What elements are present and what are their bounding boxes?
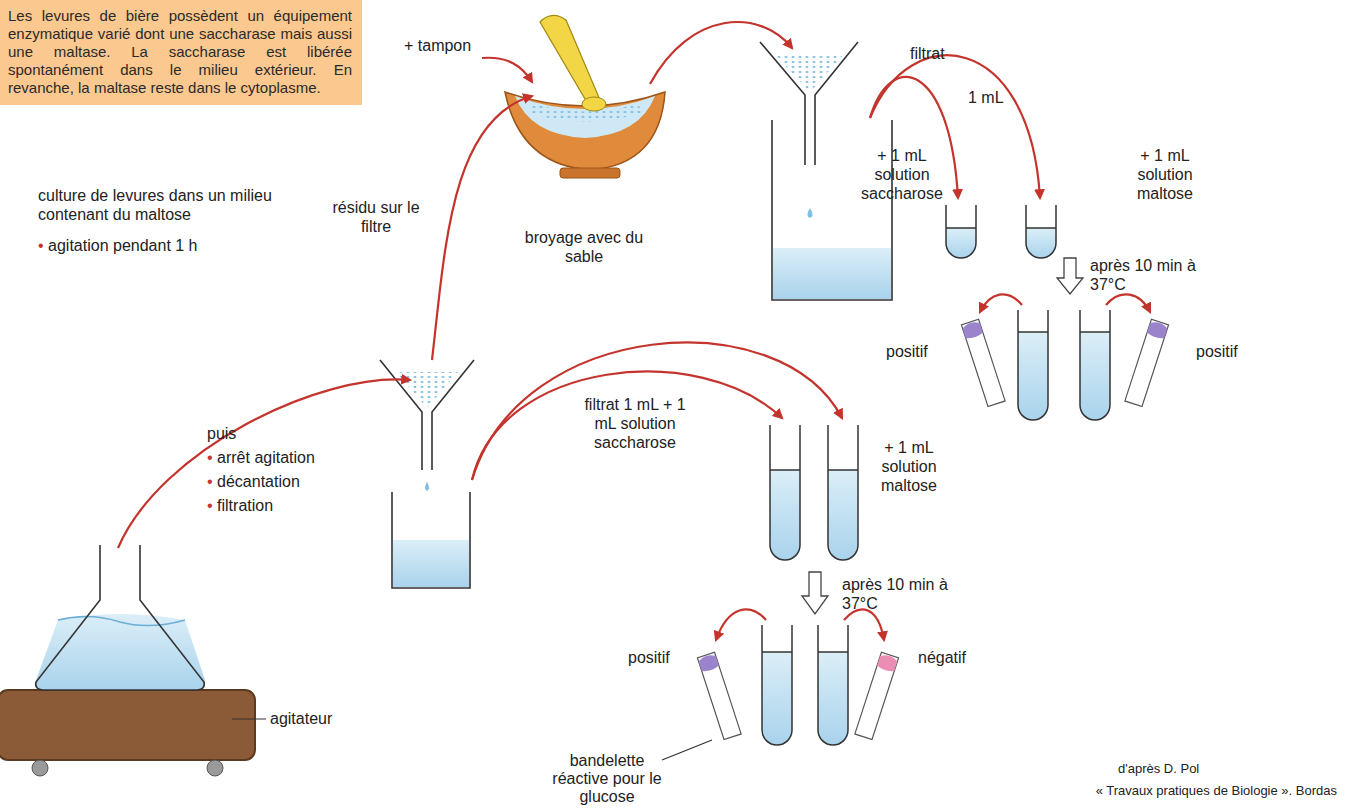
step-note: résidu sur le filtre bbox=[330, 198, 422, 236]
result-label: négatif bbox=[918, 648, 966, 667]
source-note: d'après D. Pol bbox=[1118, 760, 1199, 777]
result-label: positif bbox=[628, 648, 670, 667]
info-text: Les levures de bière possèdent un équipe… bbox=[8, 7, 352, 97]
step-note: • agitation pendant 1 h bbox=[38, 236, 198, 255]
info-box: Les levures de bière possèdent un équipe… bbox=[0, 0, 362, 105]
bullet: • bbox=[207, 473, 213, 490]
bullet: • bbox=[207, 449, 213, 466]
step-note: • filtration bbox=[207, 496, 273, 515]
step-note: • décantation bbox=[207, 472, 300, 491]
reagent-label: filtrat 1 mL + 1 mL solution saccharose bbox=[580, 395, 690, 452]
agitator bbox=[0, 690, 266, 776]
reagent-label: + 1 mL solution maltose bbox=[866, 438, 952, 495]
step-note: + tampon bbox=[404, 36, 471, 55]
bullet: • bbox=[38, 237, 44, 254]
step-note: broyage avec du sable bbox=[508, 228, 660, 266]
step-note: • arrêt agitation bbox=[207, 448, 315, 467]
part-name: agitateur bbox=[270, 709, 332, 728]
incubation-label: après 10 min à 37°C bbox=[842, 575, 962, 613]
bullet: • bbox=[207, 497, 213, 514]
culture-flask bbox=[36, 545, 205, 690]
step-note: puis bbox=[207, 424, 236, 443]
funnel-beaker-1 bbox=[380, 360, 474, 588]
result-label: positif bbox=[886, 342, 928, 361]
source-note: « Travaux pratiques de Biologie ». Borda… bbox=[1096, 782, 1337, 799]
time-arrows bbox=[802, 258, 1083, 614]
step-note: culture de levures dans un milieu conten… bbox=[38, 186, 273, 224]
test-strips bbox=[662, 319, 1169, 760]
reagent-label: + 1 mL solution saccharose bbox=[858, 146, 946, 203]
reagent-label: + 1 mL solution maltose bbox=[1122, 146, 1208, 203]
part-name: bandelette réactive pour le glucose bbox=[548, 752, 666, 806]
incubation-label: après 10 min à 37°C bbox=[1090, 256, 1210, 294]
transfer-arrows bbox=[118, 22, 1150, 640]
funnel-beaker-2 bbox=[760, 42, 892, 300]
test-tubes bbox=[762, 205, 1110, 745]
volume-label: 1 mL bbox=[968, 88, 1004, 107]
step-note: filtrat bbox=[910, 44, 945, 63]
result-label: positif bbox=[1196, 342, 1238, 361]
